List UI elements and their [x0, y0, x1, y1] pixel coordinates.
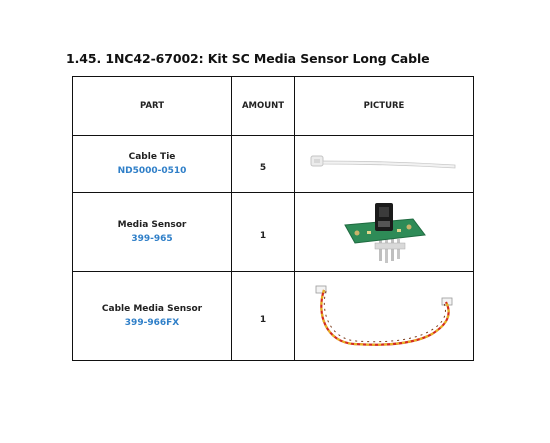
header-part: PART: [72, 76, 232, 136]
amount-value: 1: [259, 230, 267, 241]
part-name: Cable Media Sensor: [101, 304, 203, 314]
amount-value: 1: [259, 314, 267, 325]
part-code-link[interactable]: 399-965: [131, 234, 173, 244]
amount-value: 5: [259, 162, 267, 173]
amount-cell: 1: [231, 192, 295, 272]
sensor-cable-image: [315, 285, 453, 346]
part-cell: Media Sensor 399-965: [72, 192, 232, 272]
table-header-row: PART AMOUNT PICTURE: [72, 76, 474, 136]
table-row: Cable Tie ND5000-0510 5: [72, 135, 474, 193]
part-name: Media Sensor: [117, 220, 187, 230]
cable-tie-image: [310, 155, 456, 169]
table-row: Cable Media Sensor 399-966FX 1: [72, 271, 474, 361]
part-cell: Cable Tie ND5000-0510: [72, 135, 232, 193]
amount-cell: 1: [231, 271, 295, 361]
parts-table: PART AMOUNT PICTURE Cable Tie ND5000-051…: [72, 76, 474, 361]
picture-cell: [294, 135, 474, 193]
table-row: Media Sensor 399-965 1: [72, 192, 474, 272]
picture-cell: [294, 192, 474, 272]
part-cell: Cable Media Sensor 399-966FX: [72, 271, 232, 361]
amount-cell: 5: [231, 135, 295, 193]
header-picture: PICTURE: [294, 76, 474, 136]
picture-cell: [294, 271, 474, 361]
section-title: 1.45. 1NC42-67002: Kit SC Media Sensor L…: [66, 51, 430, 66]
media-sensor-image: [344, 203, 426, 263]
part-code-link[interactable]: ND5000-0510: [117, 166, 187, 176]
part-name: Cable Tie: [128, 152, 176, 162]
part-code-link[interactable]: 399-966FX: [124, 318, 180, 328]
header-amount: AMOUNT: [231, 76, 295, 136]
